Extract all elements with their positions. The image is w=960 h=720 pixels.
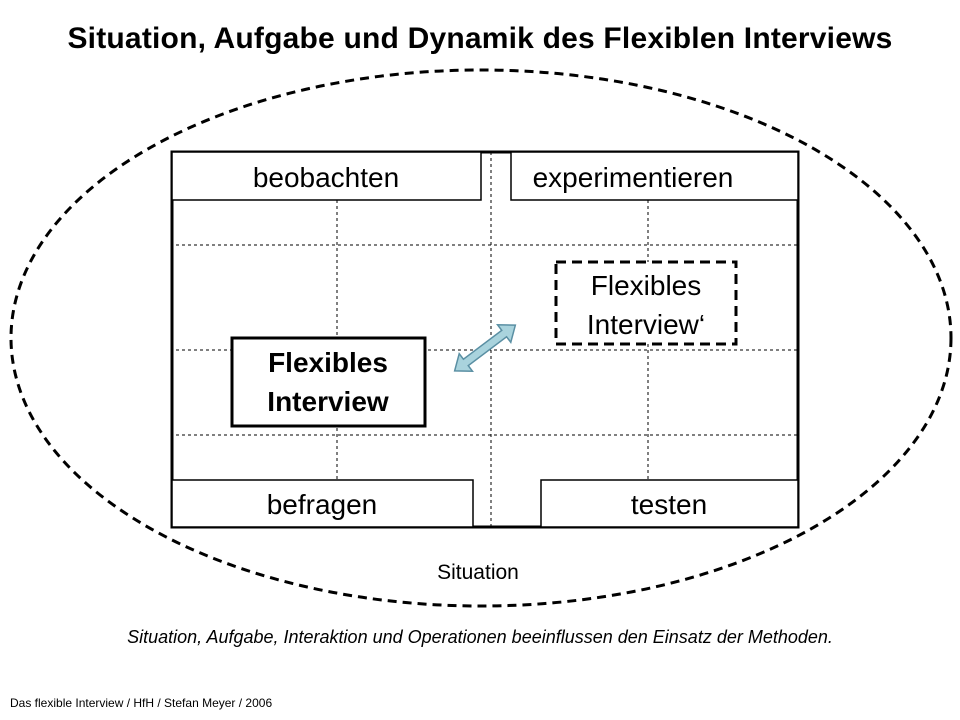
box-experimentieren (510, 151, 799, 201)
box-flexibles-interview-prime (554, 260, 738, 346)
label-befragen: befragen (267, 489, 378, 520)
situation-label: Situation (437, 561, 519, 584)
label-flexibles-interview-line1: Flexibles (268, 347, 388, 378)
label-flexibles-interview-line2: Interview (267, 386, 389, 417)
box-flexibles-interview (230, 336, 427, 428)
label-flexibles-interview-prime-line2: Interview‘ (587, 309, 705, 340)
box-beobachten (171, 151, 482, 201)
footer-credit: Das flexible Interview / HfH / Stefan Me… (10, 696, 273, 710)
label-beobachten: beobachten (253, 162, 399, 193)
slide-title: Situation, Aufgabe und Dynamik des Flexi… (67, 22, 893, 55)
box-befragen (171, 479, 474, 528)
label-experimentieren: experimentieren (533, 162, 734, 193)
double-arrow-icon (453, 323, 517, 373)
caption: Situation, Aufgabe, Interaktion und Oper… (127, 627, 833, 647)
box-testen (540, 479, 799, 528)
label-testen: testen (631, 489, 707, 520)
situation-ellipse (9, 68, 953, 608)
label-flexibles-interview-prime-line1: Flexibles (591, 270, 701, 301)
